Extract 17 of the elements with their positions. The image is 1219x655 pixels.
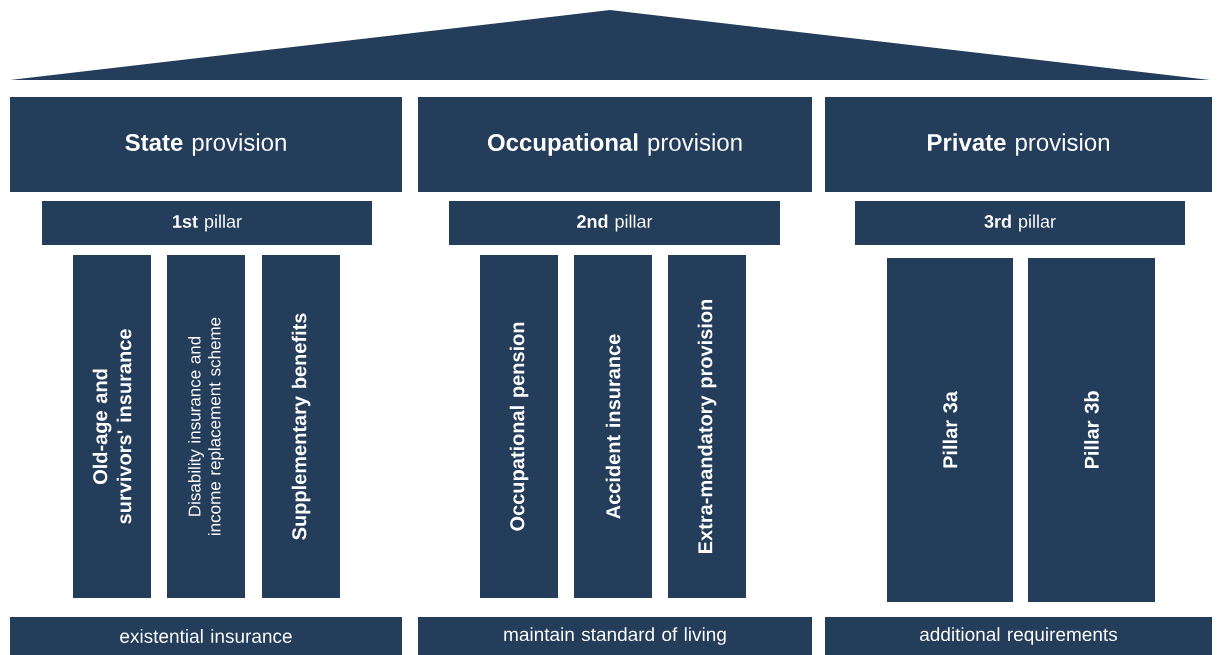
purpose-bar: maintain standard of living bbox=[418, 617, 812, 655]
provision-header: State provision bbox=[10, 97, 402, 192]
pillar-column: Extra-mandatory provision bbox=[668, 255, 746, 598]
pillar-column: Occupational pension bbox=[480, 255, 558, 598]
pillar-label: 2nd pillar bbox=[449, 201, 780, 245]
pillar-column: Disability insurance and income replacement scheme bbox=[167, 255, 245, 598]
purpose-bar: additional requirements bbox=[825, 617, 1212, 655]
purpose-bar: existential insurance bbox=[10, 617, 402, 655]
provision-header: Occupational provision bbox=[418, 97, 812, 192]
pillar-label: 1st pillar bbox=[42, 201, 372, 245]
pillar-column: Pillar 3b bbox=[1028, 258, 1155, 602]
pillar-column: Old-age and survivors' insurance bbox=[73, 255, 151, 598]
pillar-column: Accident insurance bbox=[574, 255, 652, 598]
pillar-column: Pillar 3a bbox=[887, 258, 1013, 602]
pillar-label: 3rd pillar bbox=[855, 201, 1185, 245]
pillar-column: Supplementary benefits bbox=[262, 255, 340, 598]
provision-header: Private provision bbox=[825, 97, 1212, 192]
